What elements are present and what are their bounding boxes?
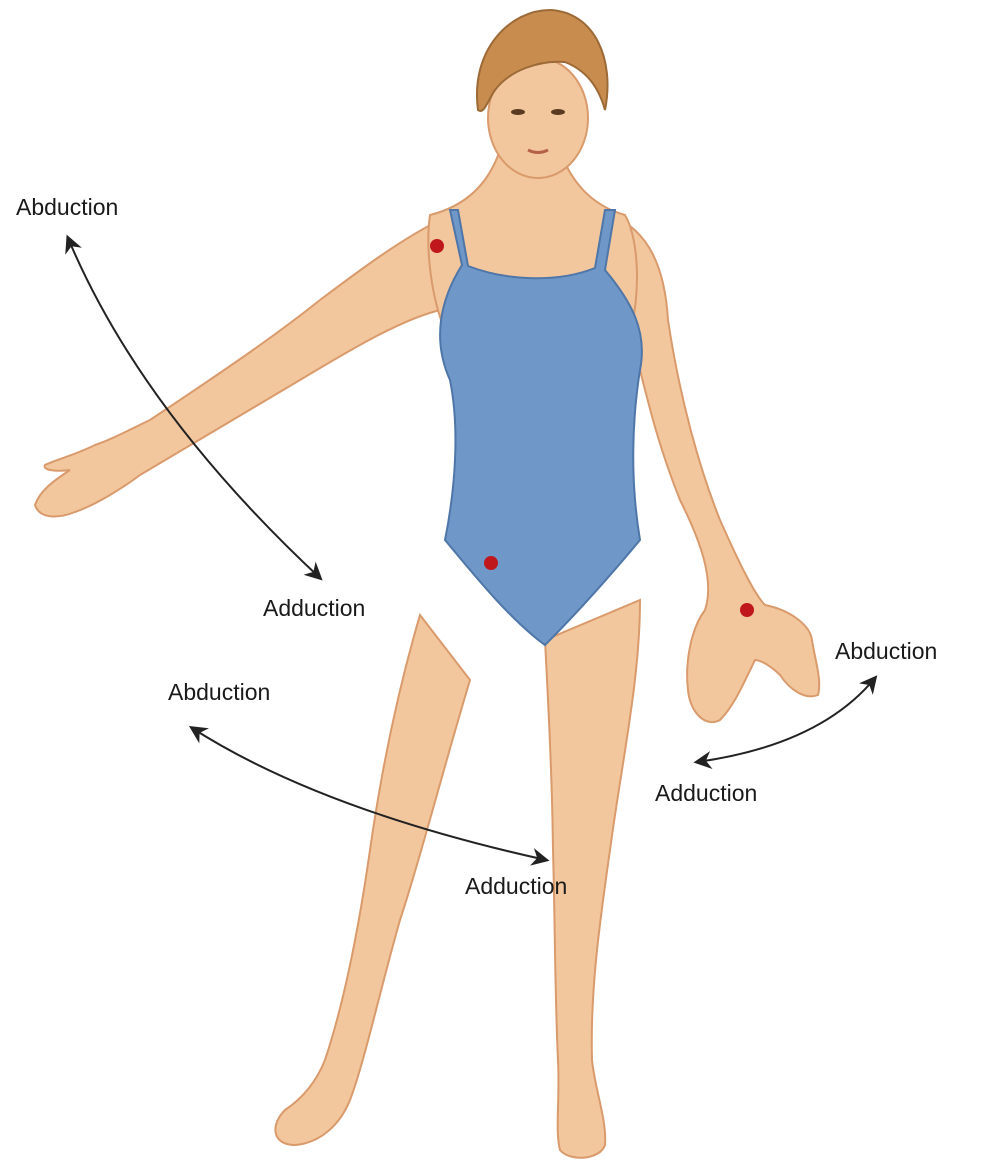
right-arm [610, 215, 819, 722]
left-eye [511, 109, 525, 115]
left-arm [35, 220, 440, 516]
right-eye [551, 109, 565, 115]
wrist-abduction-label: Abduction [835, 640, 937, 663]
hip-motion-arrow [192, 728, 546, 860]
hip-pivot-dot [484, 556, 498, 570]
wrist-adduction-label: Adduction [655, 782, 757, 805]
hip-abduction-label: Abduction [168, 681, 270, 704]
hip-adduction-label: Adduction [465, 875, 567, 898]
shoulder-adduction-label: Adduction [263, 597, 365, 620]
shoulder-abduction-label: Abduction [16, 196, 118, 219]
wrist-pivot-dot [740, 603, 754, 617]
shoulder-pivot-dot [430, 239, 444, 253]
left-leg [275, 615, 470, 1145]
